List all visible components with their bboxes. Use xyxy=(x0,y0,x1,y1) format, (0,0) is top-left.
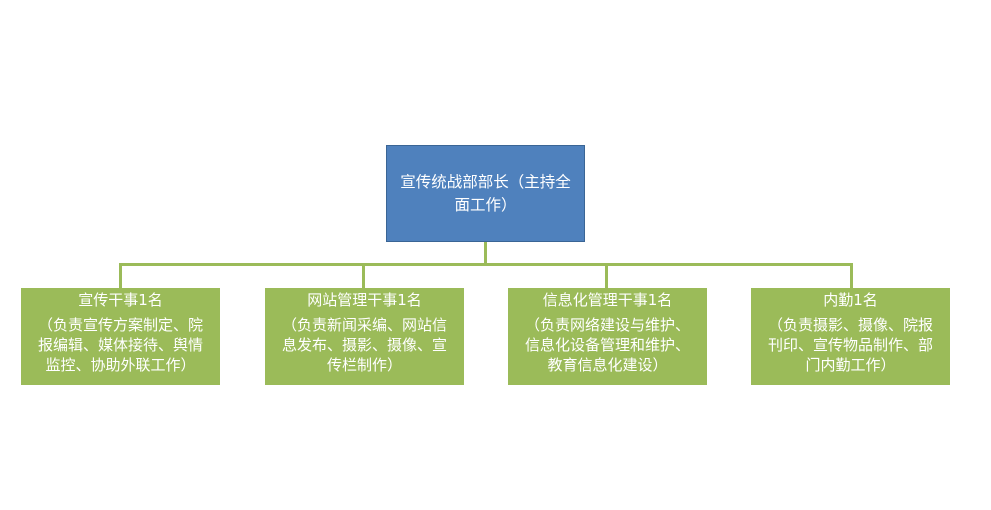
node-desc-line: 息发布、摄影、摄像、宣 xyxy=(281,336,447,354)
node-title: 网站管理干事1名 xyxy=(307,291,422,309)
child-node-office-clerk: 内勤1名 （负责摄影、摄像、院报 刊印、宣传物品制作、部 门内勤工作） xyxy=(751,288,950,385)
node-desc-line: （负责宣传方案制定、院 xyxy=(37,316,203,334)
root-line: 面工作） xyxy=(454,195,517,214)
connector-horizontal xyxy=(119,263,853,266)
root-line: 宣传统战部部长（主持全 xyxy=(400,172,571,191)
node-title: 信息化管理干事1名 xyxy=(542,291,673,309)
node-desc-line: （负责新闻采编、网站信 xyxy=(281,316,447,334)
connector-root-down xyxy=(484,242,487,265)
node-desc-line: 教育信息化建设） xyxy=(547,356,668,374)
node-desc-line: （负责网络建设与维护、 xyxy=(524,316,690,334)
node-desc-line: 信息化设备管理和维护、 xyxy=(524,336,690,354)
node-desc-line: 监控、协助外联工作） xyxy=(45,356,196,374)
node-desc-line: 门内勤工作） xyxy=(805,356,896,374)
connector-child-3 xyxy=(605,263,608,288)
node-desc-line: 刊印、宣传物品制作、部 xyxy=(767,336,933,354)
node-title: 宣传干事1名 xyxy=(78,291,163,309)
node-desc-line: 传栏制作） xyxy=(326,356,402,374)
connector-child-2 xyxy=(362,263,365,288)
child-node-publicity-officer: 宣传干事1名 （负责宣传方案制定、院 报编辑、媒体接待、舆情 监控、协助外联工作… xyxy=(21,288,220,385)
connector-child-1 xyxy=(119,263,122,288)
connector-child-4 xyxy=(850,263,853,288)
node-title: 内勤1名 xyxy=(823,291,878,309)
node-desc-line: （负责摄影、摄像、院报 xyxy=(767,316,933,334)
child-node-website-officer: 网站管理干事1名 （负责新闻采编、网站信 息发布、摄影、摄像、宣 传栏制作） xyxy=(265,288,464,385)
root-node-department-head: 宣传统战部部长（主持全 面工作） xyxy=(386,145,585,242)
node-desc-line: 报编辑、媒体接待、舆情 xyxy=(37,336,203,354)
child-node-it-officer: 信息化管理干事1名 （负责网络建设与维护、 信息化设备管理和维护、 教育信息化建… xyxy=(508,288,707,385)
